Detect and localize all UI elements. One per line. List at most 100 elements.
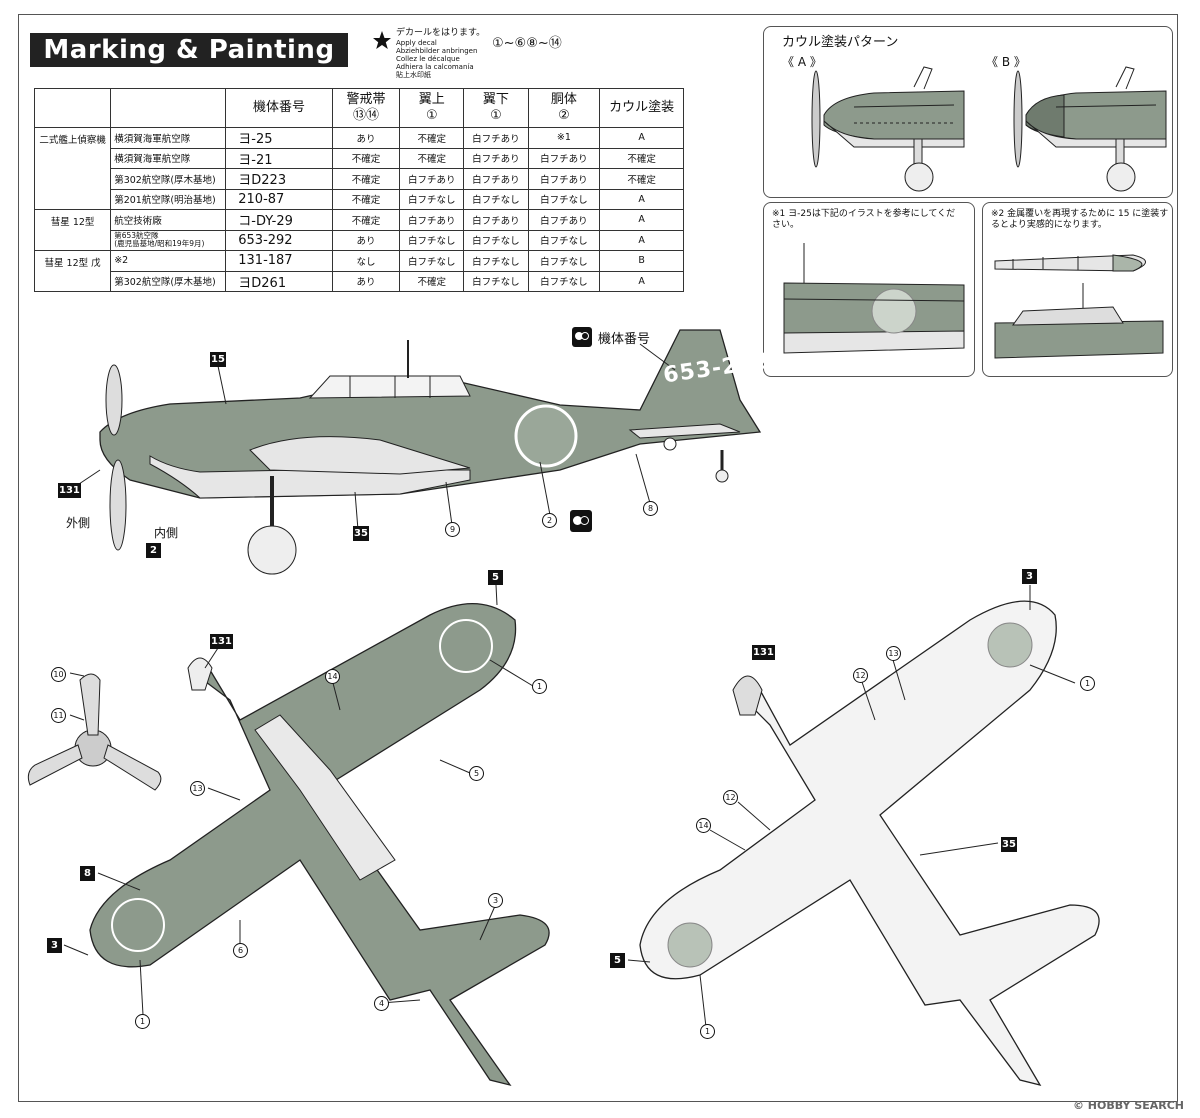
- part-number-circle: 1: [532, 679, 547, 694]
- decal-tag: 3: [47, 938, 62, 953]
- serial-number: 210-87: [225, 188, 333, 210]
- part-number-circle: 4: [374, 996, 389, 1011]
- decal-tag: 131: [752, 645, 775, 660]
- cowl-pattern-b-drawing: [1013, 66, 1167, 192]
- decal-tag: 131: [58, 483, 81, 498]
- serial-number: 131-187: [225, 250, 333, 272]
- part-number-circle: 1: [1080, 676, 1095, 691]
- cowl-pattern-b-label: 《 B 》: [986, 55, 1026, 69]
- serial-number: ヨ-25: [225, 127, 333, 149]
- table-row: 横須賀海軍航空隊 ヨ-21 不確定 不確定 白フチあり 白フチあり 不確定: [35, 147, 684, 169]
- table-header-wing-upper: 翼上 ①: [399, 88, 465, 128]
- cowl-pattern-title: カウル塗装パターン: [782, 35, 899, 50]
- unit-name: ※2: [110, 250, 227, 272]
- serial-marker-icon: [572, 327, 592, 347]
- fuselage-cell: ※1: [527, 127, 601, 149]
- fuselage-cell: 白フチなし: [527, 229, 601, 251]
- part-number-circle: 13: [886, 646, 901, 661]
- serial-label: 機体番号: [598, 332, 651, 347]
- table-header-fuselage: 胴体 ②: [527, 88, 601, 128]
- aircraft-type: 彗星 12型: [33, 209, 112, 251]
- table-row: 二式艦上偵察機 横須賀海軍航空隊 ヨ-25 あり 不確定 白フチあり ※1 A: [33, 127, 684, 210]
- table-row: 第201航空隊(明治基地) 210-87 不確定 白フチなし 白フチなし 白フチ…: [35, 188, 684, 210]
- cowl-cell: 不確定: [599, 168, 684, 190]
- cowl-cell: A: [599, 270, 684, 292]
- wing-lower-cell: 白フチなし: [463, 229, 529, 251]
- serial-number: 653-292: [225, 229, 333, 251]
- part-number-circle: 5: [469, 766, 484, 781]
- cowl-cell: A: [599, 188, 684, 210]
- wing-lower-cell: 白フチあり: [463, 168, 529, 190]
- cowl-cell: A: [599, 209, 684, 231]
- note2-drawing: [994, 254, 1164, 359]
- decal-tag: 3: [1022, 569, 1037, 584]
- part-number-circle: 12: [723, 790, 738, 805]
- band-cell: 不確定: [331, 209, 401, 231]
- part-number-circle: 14: [325, 669, 340, 684]
- wing-lower-cell: 白フチなし: [463, 250, 529, 272]
- page-title: Marking & Painting: [30, 33, 348, 67]
- roundel-marker-icon: [570, 510, 592, 532]
- cowl-pattern-a-label: 《 A 》: [782, 55, 822, 69]
- part-number-circle: 1: [135, 1014, 150, 1029]
- note2-box: ※2 金属覆いを再現するために 15 に塗装するとより実感的になります。: [982, 202, 1173, 377]
- wing-lower-cell: 白フチなし: [463, 270, 529, 292]
- part-number-circle: 12: [853, 668, 868, 683]
- cowl-pattern-box: カウル塗装パターン 《 A 》 《 B 》: [763, 26, 1173, 198]
- wing-lower-cell: 白フチあり: [463, 147, 529, 169]
- wing-upper-cell: 白フチあり: [399, 168, 465, 190]
- decal-tag: 5: [488, 570, 503, 585]
- part-number-circle: 1: [700, 1024, 715, 1039]
- serial-number: コ-DY-29: [225, 209, 333, 231]
- cowl-cell: A: [599, 127, 684, 149]
- fuselage-cell: 白フチあり: [527, 209, 601, 231]
- unit-name: 第302航空隊(厚木基地): [110, 270, 227, 292]
- unit-name: 横須賀海軍航空隊: [110, 127, 227, 149]
- part-number-circle: 3: [488, 893, 503, 908]
- decal-star-icon: [373, 31, 391, 49]
- note2-text: ※2 金属覆いを再現するために 15 に塗装するとより実感的になります。: [991, 209, 1169, 230]
- cowl-cell: B: [599, 250, 684, 272]
- band-cell: 不確定: [331, 188, 401, 210]
- decal-number-range: ①~⑥⑧~⑭: [492, 36, 562, 51]
- fuselage-cell: 白フチなし: [527, 250, 601, 272]
- band-cell: あり: [331, 127, 401, 149]
- unit-name: 第302航空隊(厚木基地): [110, 168, 227, 190]
- wing-upper-cell: 不確定: [399, 147, 465, 169]
- unit-name: 第653航空隊 (鹿児島基地/昭和19年9月): [110, 229, 227, 251]
- table-header-cowl: カウル塗装: [599, 88, 684, 128]
- unit-name: 横須賀海軍航空隊: [110, 147, 227, 169]
- part-number-circle: 13: [190, 781, 205, 796]
- marking-table: 機体番号 警戒帯 ⑬⑭ 翼上 ① 翼下 ① 胴体 ② カウル塗装 二式艦上偵察機…: [33, 88, 684, 292]
- decal-tag: 35: [1001, 837, 1017, 852]
- band-cell: なし: [331, 250, 401, 272]
- aircraft-type: 二式艦上偵察機: [33, 127, 112, 210]
- table-header-wing-lower: 翼下 ①: [463, 88, 529, 128]
- decal-tag: 15: [210, 352, 226, 367]
- fuselage-cell: 白フチなし: [527, 188, 601, 210]
- cowl-cell: 不確定: [599, 147, 684, 169]
- band-cell: 不確定: [331, 147, 401, 169]
- table-header-row: 機体番号 警戒帯 ⑬⑭ 翼上 ① 翼下 ① 胴体 ② カウル塗装: [33, 88, 684, 128]
- note1-drawing: [783, 243, 965, 354]
- wing-upper-cell: 白フチあり: [399, 209, 465, 231]
- decal-note-line: Abziehbilder anbringen: [396, 47, 478, 55]
- band-cell: 不確定: [331, 168, 401, 190]
- table-header-band: 警戒帯 ⑬⑭: [331, 88, 401, 128]
- decal-tag: 8: [80, 866, 95, 881]
- part-number-circle: 8: [643, 501, 658, 516]
- cowl-pattern-drawings: [811, 66, 1167, 192]
- band-cell: あり: [331, 229, 401, 251]
- wing-upper-cell: 白フチなし: [399, 229, 465, 251]
- serial-number: ヨD223: [225, 168, 333, 190]
- unit-name: 第201航空隊(明治基地): [110, 188, 227, 210]
- cowl-pattern-a-drawing: [811, 66, 965, 192]
- wing-upper-cell: 不確定: [399, 127, 465, 149]
- note1-text: ※1 ヨ-25は下記のイラストを参考にしてください。: [772, 209, 956, 230]
- table-row: 第302航空隊(厚木基地) ヨD261 あり 不確定 白フチなし 白フチなし A: [35, 270, 684, 292]
- table-row: 第653航空隊 (鹿児島基地/昭和19年9月) 653-292 あり 白フチなし…: [35, 229, 684, 251]
- page-frame: [18, 14, 1178, 1102]
- outer-label: 外側: [66, 516, 91, 530]
- fuselage-cell: 白フチあり: [527, 168, 601, 190]
- wing-upper-cell: 不確定: [399, 270, 465, 292]
